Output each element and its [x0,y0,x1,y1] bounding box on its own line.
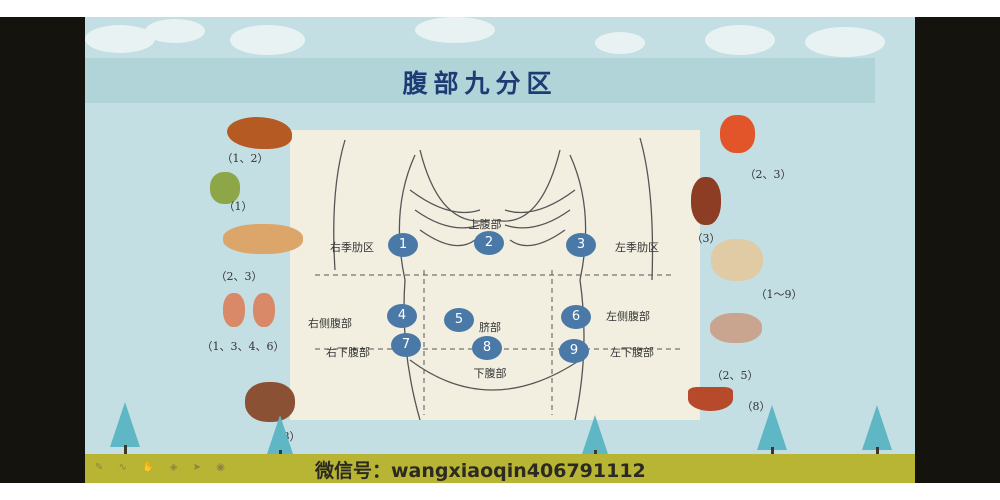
region-number: 9 [559,339,589,363]
region-number: 8 [472,336,502,360]
kidney-image [223,293,245,327]
region-number: 5 [444,308,474,332]
region-label: 右侧腹部 [308,317,352,330]
cloud [230,25,305,55]
organ-label: （1、3、4、6） [201,340,285,353]
left-arm-line [333,139,346,271]
organ-label: （3） [691,232,721,245]
organ-label: （2、3） [215,270,263,283]
organ-label: （1） [223,200,253,213]
region-label: 左季肋区 [615,241,659,254]
intestine-image [711,239,763,281]
organ-label: （1、2） [221,152,269,165]
title-band [85,58,875,103]
letterbox-right [915,17,1000,483]
kidney-image [253,293,275,327]
slide-title: 腹部九分区 [402,69,558,98]
organ-label: （1～9） [755,288,803,301]
bladder-image [688,387,733,411]
wechat-id: 微信号：wangxiaoqin406791112 [315,460,646,482]
liver-image [227,117,292,149]
tree-decoration [110,402,140,447]
region-label: 上腹部 [468,218,502,231]
region-label: 下腹部 [473,367,507,380]
region-label: 右下腹部 [326,346,370,359]
cloud [145,19,205,43]
tree-decoration [757,405,787,450]
footer-band [85,454,915,483]
letterbox-left [0,17,85,483]
slide: 腹部九分区 右季肋区 上腹部 左季肋区 右侧腹部 脐部 左侧腹部 右下腹部 [85,17,915,483]
gallbladder-image [210,172,240,204]
region-label: 左侧腹部 [606,310,650,323]
right-arm-line [639,137,654,281]
cloud [705,25,775,55]
region-number: 1 [388,233,418,257]
organ-label: （2、3） [744,168,792,181]
abdomen-diagram-panel [290,130,700,420]
region-number: 6 [561,305,591,329]
region-number: 3 [566,233,596,257]
cloud [595,32,645,54]
region-label: 右季肋区 [330,241,374,254]
tree-decoration [862,405,892,450]
stomach-image [720,115,755,153]
region-label: 脐部 [479,321,501,334]
region-number: 4 [387,304,417,328]
organ-label: （2、5） [711,369,759,382]
pancreas-image [223,224,303,254]
cloud [805,27,885,57]
kidneys-vessels-image [710,313,762,343]
presentation-toolbar[interactable]: ✎ ∿ ✋ ◈ ➤ ◉ [95,462,231,473]
cloud [85,25,155,53]
cloud [415,17,495,43]
region-number: 2 [474,231,504,255]
region-label: 左下腹部 [610,346,654,359]
spleen-image [691,177,721,225]
region-number: 7 [391,333,421,357]
